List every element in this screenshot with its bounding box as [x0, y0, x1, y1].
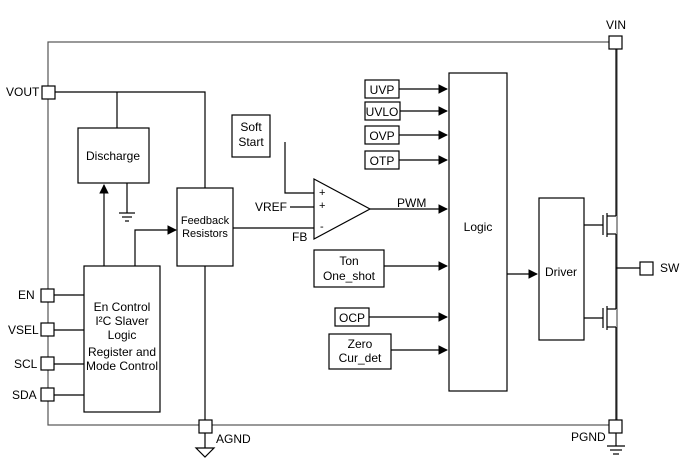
agnd-label: AGND	[216, 432, 251, 446]
ovp-block: OVP	[364, 125, 400, 145]
scl-label: SCL	[14, 357, 38, 371]
uvlo-block: UVLO	[364, 101, 401, 121]
pgnd-label: PGND	[571, 430, 606, 444]
feedback-label-2: Resistors	[182, 228, 228, 240]
discharge-block: Discharge	[77, 127, 150, 184]
control-to-feedback-arrow	[134, 225, 177, 266]
soft-start-label-1: Soft	[240, 120, 262, 134]
otp-block: OTP	[364, 150, 400, 170]
feedback-label-1: Feedback	[181, 215, 230, 227]
agnd-ground-symbol	[194, 432, 216, 458]
ton-label-2: One_shot	[323, 269, 376, 283]
comparator-plus-1: +	[319, 187, 325, 199]
sda-pin	[40, 387, 55, 402]
pgnd-pin	[608, 419, 623, 434]
vout-pin	[41, 85, 56, 100]
logic-label: Logic	[464, 220, 493, 234]
uvlo-label: UVLO	[366, 105, 399, 119]
ton-oneshot-block: Ton One_shot	[313, 249, 385, 288]
high-side-mosfet	[602, 211, 617, 239]
fb-label: FB	[292, 230, 307, 244]
scl-pin	[40, 356, 55, 371]
discharge-label: Discharge	[86, 149, 140, 163]
vout-wire	[55, 91, 206, 420]
ton-label-1: Ton	[339, 254, 358, 268]
sda-label: SDA	[12, 388, 37, 402]
soft-start-block: Soft Start	[231, 114, 271, 158]
en-control-label-2: I²C Slaver	[95, 314, 148, 328]
low-side-mosfet	[602, 306, 617, 332]
ocp-block: OCP	[334, 307, 370, 327]
ocp-label: OCP	[339, 311, 365, 325]
comparator-plus-2: +	[319, 200, 325, 212]
otp-label: OTP	[370, 154, 395, 168]
en-control-block: En Control I²C Slaver Logic Register and…	[83, 265, 161, 413]
zero-cur-det-block: Zero Cur_det	[328, 333, 392, 370]
en-label: EN	[18, 288, 35, 302]
uvp-label: UVP	[370, 83, 395, 97]
chip-outline	[47, 41, 618, 426]
soft-start-label-2: Start	[238, 135, 264, 149]
en-pin	[40, 288, 55, 303]
vsel-label: VSEL	[8, 323, 39, 337]
logic-block: Logic	[448, 72, 508, 392]
agnd-pin	[198, 419, 213, 434]
driver-block: Driver	[538, 197, 585, 341]
zero-label-1: Zero	[348, 337, 373, 351]
ovp-label: OVP	[369, 129, 394, 143]
soft-start-wire	[284, 142, 314, 194]
vin-label: VIN	[606, 18, 626, 32]
pgnd-ground-symbol	[607, 432, 625, 455]
en-control-label-3: Logic	[108, 328, 137, 342]
pwm-label: PWM	[397, 196, 426, 210]
zero-label-2: Cur_det	[339, 351, 382, 365]
error-comparator: + + -	[313, 177, 372, 241]
vref-label: VREF	[255, 200, 287, 214]
en-control-label-5: Mode Control	[86, 359, 158, 373]
uvp-block: UVP	[364, 79, 400, 99]
feedback-resistors-block: Feedback Resistors	[176, 187, 234, 267]
sw-pin	[639, 261, 654, 276]
vsel-pin	[40, 322, 55, 337]
driver-label: Driver	[545, 265, 577, 279]
en-control-label-4: Register and	[88, 345, 156, 359]
vin-pin	[608, 35, 623, 50]
sw-label: SW	[660, 261, 680, 275]
en-control-label-1: En Control	[94, 300, 151, 314]
vout-label: VOUT	[6, 85, 40, 99]
comparator-minus: -	[320, 221, 324, 233]
